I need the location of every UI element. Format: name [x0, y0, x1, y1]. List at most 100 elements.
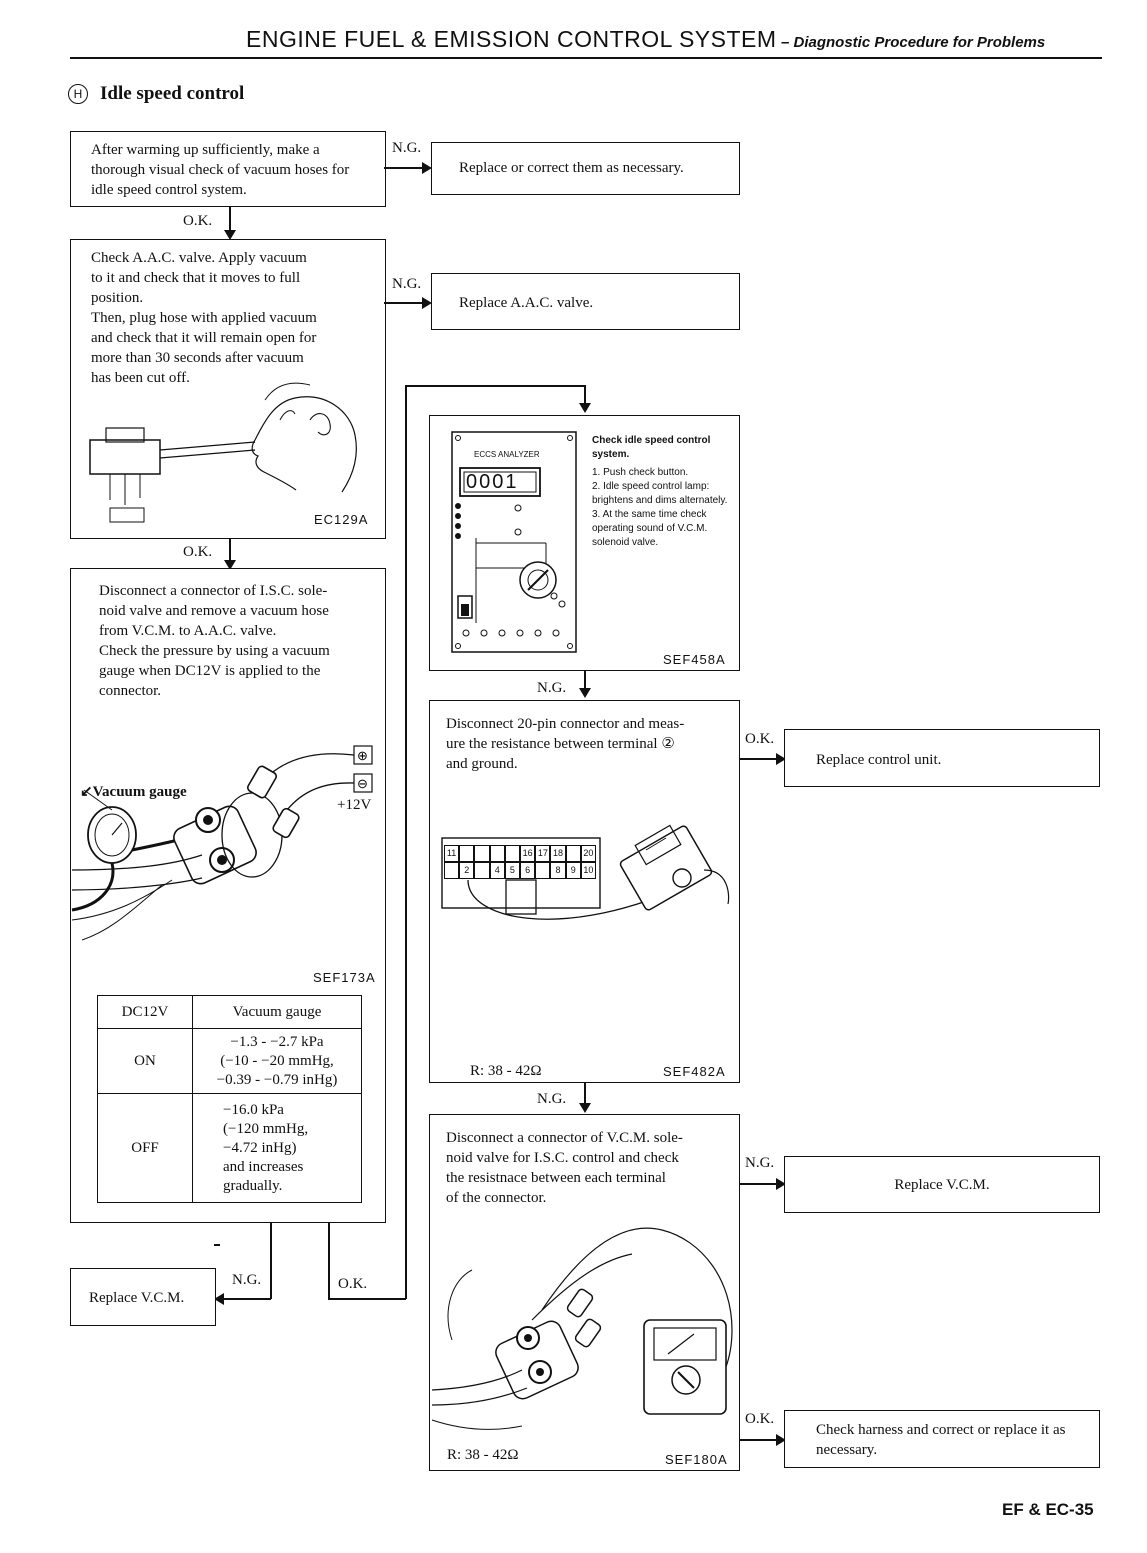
value-line: (−10 - −20 mmHg,	[220, 1052, 334, 1069]
arrow-icon: ↙	[80, 784, 93, 800]
step3-line: Disconnect a connector of I.S.C. sole-	[99, 583, 328, 599]
step1-box: After warming up sufficiently, make a th…	[70, 131, 386, 207]
connector-pin	[474, 862, 490, 879]
arrow-head	[776, 1178, 786, 1190]
arrow-head	[579, 1103, 591, 1113]
section-title: H Idle speed control	[68, 83, 244, 105]
connector-pin: 2	[459, 862, 475, 879]
analyzer-ng-label: N.G.	[537, 680, 567, 696]
step4-ng-label: N.G.	[537, 1091, 567, 1107]
step3-ng-box: Replace V.C.M.	[70, 1268, 216, 1326]
step2-line: more than 30 seconds after vacuum	[91, 350, 304, 366]
step5-line: of the connector.	[446, 1190, 547, 1206]
arrow-line	[384, 302, 424, 304]
step3-line: connector.	[99, 683, 162, 699]
header-subtitle: – Diagnostic Procedure for Problems	[781, 34, 1046, 51]
value-line: −1.3 - −2.7 kPa	[230, 1033, 324, 1050]
analyzer-display: 0001	[466, 471, 519, 493]
step5-ng-box: Replace V.C.M.	[784, 1156, 1100, 1213]
connector-pin: 18	[550, 845, 566, 862]
step4-line: Disconnect 20-pin connector and meas-	[446, 716, 685, 732]
connector-pin	[444, 862, 460, 879]
vacuum-gauge-text: Vacuum gauge	[92, 784, 187, 800]
analyzer-name: ECCS ANALYZER	[474, 450, 540, 459]
header-title: ENGINE FUEL & EMISSION CONTROL SYSTEM	[246, 26, 777, 52]
step2-box: Check A.A.C. valve. Apply vacuum to it a…	[70, 239, 386, 539]
arrow-line	[740, 1439, 778, 1441]
step2-ng-box: Replace A.A.C. valve.	[431, 273, 740, 330]
step1-ng-text: Replace or correct them as necessary.	[459, 160, 684, 176]
step3-line: Check the pressure by using a vacuum	[99, 643, 330, 659]
step4-ok-label: O.K.	[745, 731, 775, 747]
section-heading: Idle speed control	[100, 83, 245, 104]
arrow-head	[776, 1434, 786, 1446]
arrow-head	[579, 688, 591, 698]
step1-text: After warming up sufficiently, make a th…	[91, 142, 350, 198]
arrow-line	[229, 538, 231, 564]
analyzer-step: 2. Idle speed control lamp: brightens an…	[592, 481, 728, 506]
solenoid-resistance-illustration	[431, 1227, 733, 1430]
step2-ng-label: N.G.	[392, 276, 422, 292]
stray-mark	[214, 1244, 220, 1246]
step4-line: ure the resistance between terminal ②	[446, 736, 675, 752]
step5-ng-label: N.G.	[745, 1155, 775, 1171]
step2-line: and check that it will remain open for	[91, 330, 317, 346]
step4-resistance: R: 38 - 42Ω	[470, 1063, 542, 1079]
step2-line: Check A.A.C. valve. Apply vacuum	[91, 250, 307, 266]
step4-ok-text: Replace control unit.	[816, 752, 942, 768]
step4-line: and ground.	[446, 756, 518, 772]
step3-line: gauge when DC12V is applied to the	[99, 663, 321, 679]
flow-line	[405, 385, 407, 1299]
step2-line: position.	[91, 290, 144, 306]
connector-pin	[535, 862, 551, 879]
table-row: OFF −16.0 kPa (−120 mmHg, −4.72 inHg) an…	[97, 1093, 362, 1203]
flow-line	[328, 1222, 330, 1299]
arrow-line	[229, 207, 231, 233]
arrow-line	[584, 1083, 586, 1106]
analyzer-step: 3. At the same time check operating soun…	[592, 509, 708, 548]
arrow-head	[422, 162, 432, 174]
svg-text:⊕: ⊕	[357, 748, 368, 763]
flow-line	[584, 385, 586, 405]
arrow-head	[224, 560, 236, 570]
connector-pin: 5	[504, 862, 521, 879]
value-line: −4.72 inHg)	[223, 1139, 297, 1156]
connector-row-top: 11 16 17 18 20	[444, 845, 597, 862]
table-cell-value: −1.3 - −2.7 kPa (−10 - −20 mmHg, −0.39 -…	[192, 1028, 362, 1094]
value-line: −0.39 - −0.79 inHg)	[216, 1071, 338, 1088]
step5-line: the resistnace between each terminal	[446, 1170, 666, 1186]
connector-row-bottom: 2 4 5 6 8 9 10	[444, 862, 597, 879]
flow-line	[222, 1298, 271, 1300]
step5-ng-text: Replace V.C.M.	[894, 1177, 990, 1193]
step2-line: to it and check that it moves to full	[91, 270, 301, 286]
step1-ng-box: Replace or correct them as necessary.	[431, 142, 740, 195]
aac-valve-illustration	[89, 382, 357, 523]
connector-pin: 16	[520, 845, 536, 862]
connector-pin	[459, 845, 475, 862]
step3-line: noid valve and remove a vacuum hose	[99, 603, 329, 619]
arrow-line	[584, 671, 586, 691]
connector-pin: 9	[565, 862, 581, 879]
step2-ok-label: O.K.	[183, 544, 213, 560]
step1-ok-label: O.K.	[183, 213, 213, 229]
step1-ng-label: N.G.	[392, 140, 422, 156]
arrow-line	[384, 167, 424, 169]
page-header: ENGINE FUEL & EMISSION CONTROL SYSTEM – …	[246, 26, 1106, 53]
step4-figure-code: SEF482A	[663, 1064, 726, 1079]
connector-pin: 20	[580, 845, 597, 862]
analyzer-instructions: Check idle speed control system. 1. Push…	[592, 434, 732, 550]
arrow-head	[214, 1293, 224, 1305]
connector-pin: 4	[489, 862, 505, 879]
step3-ng-label: N.G.	[232, 1272, 262, 1288]
connector-pin: 6	[520, 862, 536, 879]
flow-line	[405, 385, 585, 387]
table-cell-value: −16.0 kPa (−120 mmHg, −4.72 inHg) and in…	[192, 1093, 362, 1203]
table-header-row: DC12V Vacuum gauge	[97, 995, 362, 1029]
arrow-head	[776, 753, 786, 765]
connector-pin	[474, 845, 490, 862]
step5-resistance: R: 38 - 42Ω	[447, 1447, 519, 1463]
step2-line: has been cut off.	[91, 370, 190, 386]
analyzer-title: Check idle speed control system.	[592, 435, 711, 460]
page-number: EF & EC-35	[1002, 1500, 1094, 1519]
connector-pin	[565, 845, 581, 862]
